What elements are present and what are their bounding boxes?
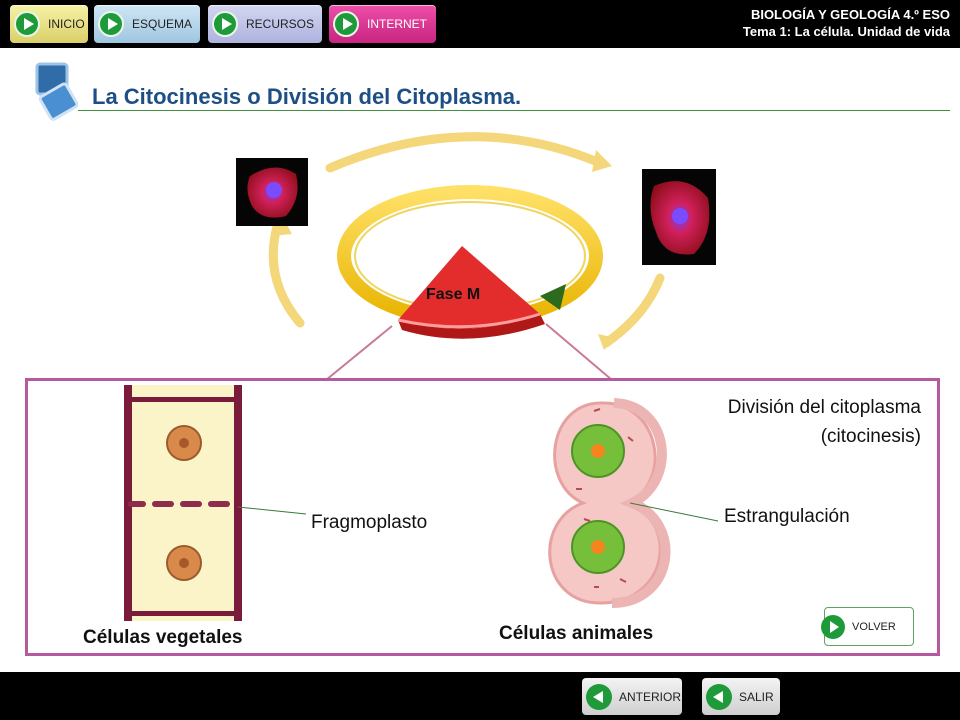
play-icon (14, 11, 40, 37)
fragmoplasto-pointer (237, 506, 307, 515)
fase-m-wedge (398, 246, 540, 329)
esquema-button[interactable]: ESQUEMA (94, 5, 200, 43)
course-unit: Tema 1: La célula. Unidad de vida (742, 24, 950, 39)
title-divider (78, 110, 950, 111)
division-title: División del citoplasma (727, 397, 921, 418)
slide-icon (35, 62, 78, 121)
cycle-arrowhead-top (592, 150, 612, 172)
bottom-navigation-bar: ANTERIOR SALIR (0, 672, 960, 720)
inicio-label: INICIO (48, 17, 85, 31)
volver-button[interactable]: VOLVER (821, 607, 914, 646)
animal-cells-diagram (548, 398, 671, 608)
cytokinesis-panel: División del citoplasma (citocinesis) Fr… (25, 378, 940, 656)
recursos-button[interactable]: RECURSOS (208, 5, 322, 43)
cycle-arrow-left (268, 218, 305, 328)
play-icon (212, 11, 238, 37)
cell-micrograph-right (642, 169, 716, 265)
course-info: BIOLOGÍA Y GEOLOGÍA 4.º ESO Tema 1: La c… (743, 6, 950, 40)
back-arrow-icon (706, 683, 732, 710)
fragmoplasto-label: Fragmoplasto (311, 512, 428, 533)
slide-content: La Citocinesis o División del Citoplasma… (0, 48, 960, 672)
division-subtitle: (citocinesis) (820, 426, 921, 447)
inicio-button[interactable]: INICIO (10, 5, 88, 43)
recursos-label: RECURSOS (246, 17, 315, 31)
cycle-ring-arrowhead (540, 284, 566, 310)
internet-label: INTERNET (367, 17, 427, 31)
play-icon (821, 614, 845, 639)
cycle-arrow-right (601, 273, 665, 348)
cycle-arrow-top (325, 132, 605, 173)
plant-cells-diagram (124, 385, 242, 621)
division-citoplasma-label: División del citoplasma (citocinesis) (728, 393, 921, 451)
estrangulacion-pointer (629, 502, 719, 522)
play-icon (98, 11, 124, 37)
play-icon (333, 11, 359, 37)
internet-button[interactable]: INTERNET (329, 5, 436, 43)
connector-line-right (545, 323, 613, 381)
cell-cycle-diagram (236, 132, 716, 381)
cycle-arrowhead-right (598, 334, 616, 350)
celulas-vegetales-label: Células vegetales (83, 627, 243, 648)
anterior-button[interactable]: ANTERIOR (582, 678, 682, 715)
page-title: La Citocinesis o División del Citoplasma… (92, 84, 522, 109)
salir-label: SALIR (739, 689, 774, 704)
cell-micrograph-left (236, 158, 308, 226)
back-arrow-icon (586, 683, 612, 710)
top-navigation-bar: INICIO ESQUEMA RECURSOS INTERNET BIOLOGÍ… (0, 0, 960, 48)
fase-m-label: Fase M (426, 286, 481, 303)
connector-line-left (325, 325, 393, 381)
anterior-label: ANTERIOR (619, 689, 682, 704)
esquema-label: ESQUEMA (132, 17, 193, 31)
estrangulacion-label: Estrangulación (724, 506, 850, 527)
salir-button[interactable]: SALIR (702, 678, 780, 715)
volver-label: VOLVER (852, 620, 896, 633)
celulas-animales-label: Células animales (499, 623, 654, 644)
cytokinesis-illustration (124, 385, 719, 621)
course-subject: BIOLOGÍA Y GEOLOGÍA 4.º ESO (750, 7, 950, 22)
